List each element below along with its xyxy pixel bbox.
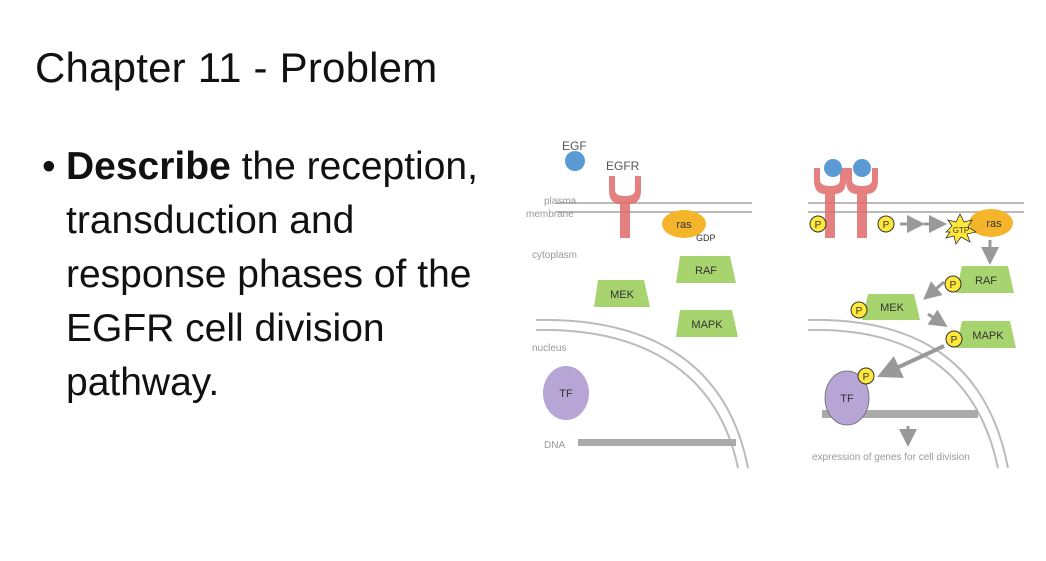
mapk-active-label: MAPK [972,330,1004,342]
egfr-pathway-diagram: EGF EGFR plasma membrane cytoplasm ras G… [526,139,1024,469]
phosphate-mapk-label: P [951,335,958,346]
phosphate-label-2: P [883,220,890,231]
arrow-mek-to-mapk [927,309,948,327]
egf-ligand-bound-2-icon [853,159,871,177]
egf-label: EGF [562,139,587,153]
dna-label: DNA [544,440,565,451]
gtp-burst-icon [945,213,978,245]
egf-ligand-icon [565,151,585,171]
right-panel: P P ras GTP RAF P MEK P MAPK P [807,159,1024,469]
cytoplasm-label: cytoplasm [532,250,577,261]
plasma-label: plasma [544,196,577,207]
bullet-dot: • [42,145,56,188]
egfr-label: EGFR [606,159,640,173]
egfr-receptor-icon [609,176,641,238]
mapk-active-icon [956,321,1016,348]
bullet-text-rest: the reception, transduction and response… [66,145,478,404]
phosphate-receptor-1-icon [809,215,827,233]
phosphate-raf-icon [944,275,962,293]
right-nuclear-envelope-inner [807,328,999,469]
phosphate-mek-label: P [856,306,863,317]
transcription-factor-icon [543,366,589,420]
phosphate-tf-label: P [863,372,870,383]
raf-active-label: RAF [975,275,997,287]
arrow-mapk-to-tf [877,344,945,378]
nuclear-envelope-inner [535,328,739,469]
mek-label: MEK [610,289,635,301]
ras-protein-icon [662,210,706,238]
egf-ligand-bound-1-icon [824,159,842,177]
left-panel: EGF EGFR plasma membrane cytoplasm ras G… [526,139,752,469]
gdp-label: GDP [696,233,716,243]
tf-active-label: TF [840,393,854,405]
arrow-raf-to-mek [923,280,945,300]
phosphate-label-1: P [815,220,822,231]
right-dna-strand-icon [822,410,978,418]
phosphate-mek-icon [850,301,868,319]
membrane-label: membrane [526,209,574,220]
phosphate-receptor-2-icon [877,215,895,233]
ras-active-icon [969,209,1013,237]
phosphate-tf-icon [857,367,875,385]
egfr-receptor-left-icon [814,168,846,238]
raf-label: RAF [695,265,717,277]
egfr-receptor-right-icon [846,168,878,238]
mek-active-icon [862,294,920,320]
mek-kinase-icon [594,280,650,307]
mek-active-label: MEK [880,302,905,314]
ras-label: ras [676,219,692,231]
tf-label: TF [559,388,573,400]
bullet-bold-word: Describe [66,145,231,188]
bullet-item: Describe the reception, transduction and… [66,140,486,410]
ras-active-label: ras [986,218,1002,230]
mapk-kinase-icon [676,310,738,337]
phosphate-raf-label: P [950,280,957,291]
nuclear-envelope-outer [535,318,749,469]
gtp-label: GTP [953,226,969,235]
mapk-label: MAPK [691,319,723,331]
nucleus-label: nucleus [532,343,566,354]
raf-kinase-icon [676,256,736,283]
expression-label: expression of genes for cell division [812,452,970,463]
phosphate-mapk-icon [945,330,963,348]
dna-strand-icon [578,439,736,446]
slide-title: Chapter 11 - Problem [35,44,438,91]
raf-active-icon [956,266,1014,293]
tf-active-icon [824,370,870,426]
